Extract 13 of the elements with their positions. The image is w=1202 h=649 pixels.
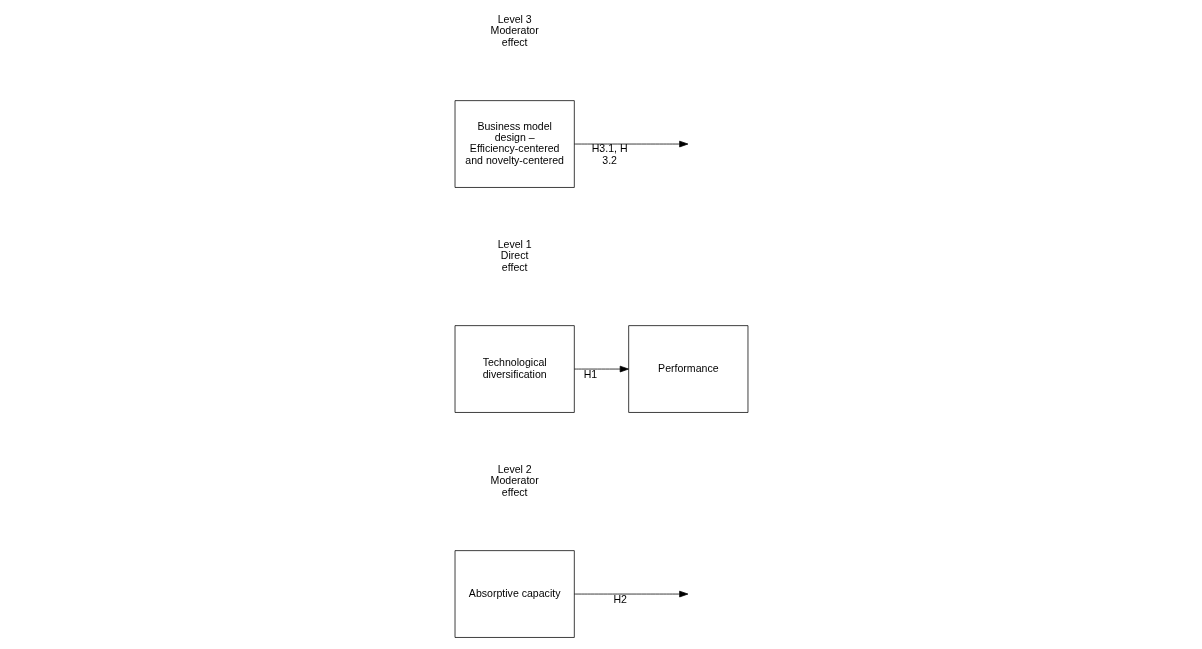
arrow: [573, 140, 688, 148]
label: Level 1 Direct effect: [497, 238, 532, 273]
edge-label: H1: [583, 367, 597, 380]
node-box: Business model design – Efficiency-centered and novelty-centered: [454, 100, 575, 188]
node-box: Performance: [627, 325, 748, 413]
label: Level 3 Moderator effect: [490, 13, 539, 48]
node-box: Technological diversification: [454, 325, 575, 413]
edge-label: H2: [612, 592, 627, 605]
edge-label: H3.1, H 3.2: [591, 142, 628, 166]
label: Level 2 Moderator effect: [490, 463, 539, 498]
arrow: [573, 590, 688, 598]
arrow: [573, 365, 629, 373]
node-box: Absorptive capacity: [454, 550, 575, 638]
